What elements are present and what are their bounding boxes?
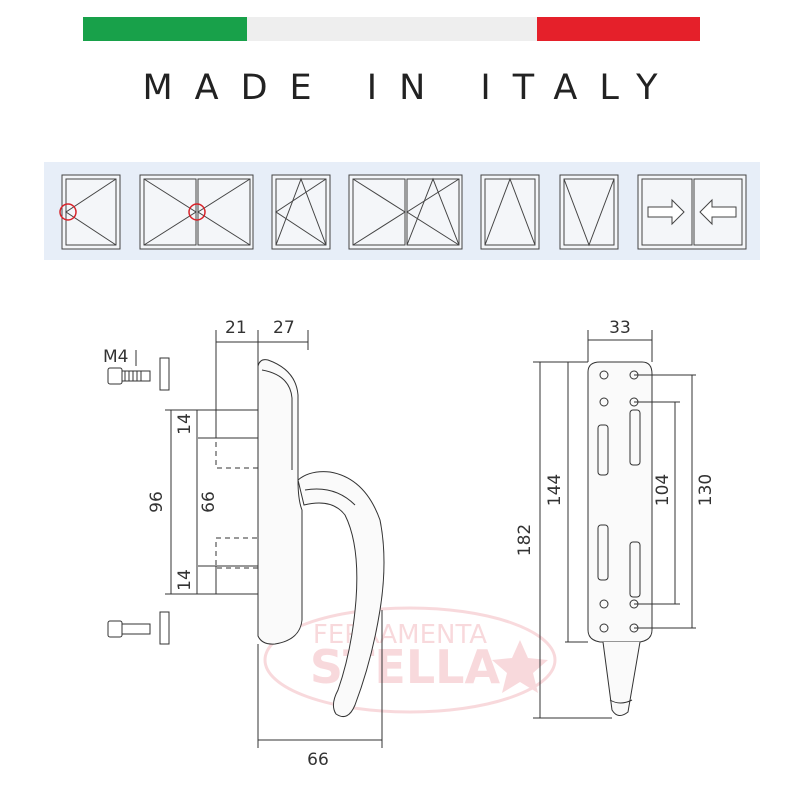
handle-base-plate: [257, 359, 303, 645]
dim-base-width: 21: [225, 318, 247, 338]
dim-plate-holes-total: 130: [696, 474, 716, 506]
screw-bottom: [107, 611, 170, 645]
made-in-italy-title: MADE IN ITALY: [142, 68, 680, 108]
screw-top: [107, 357, 170, 391]
flag-red: [537, 17, 700, 41]
dim-total-height: 96: [147, 491, 167, 513]
double-sash-turn-icon: [139, 174, 254, 250]
square-pins: [215, 409, 259, 595]
tilt-only-window-icon: [480, 174, 540, 250]
flag-green: [83, 17, 247, 41]
bottom-hung-window-icon: [559, 174, 619, 250]
single-sash-tilt-turn-alt-icon: [271, 174, 331, 250]
watermark-line2: STELLA: [310, 640, 501, 694]
dim-screw-label: M4: [103, 347, 128, 367]
window-type-strip: [44, 162, 760, 260]
single-sash-tilt-turn-icon: [59, 174, 121, 250]
watermark-logo: FERRAMENTA STELLA: [263, 606, 557, 714]
dim-plate-width: 33: [609, 318, 631, 338]
mounting-holes: [597, 370, 641, 633]
handle-front-plate: [587, 361, 653, 643]
dim-lever-length: 66: [307, 750, 329, 770]
dim-lever-offset: 27: [273, 318, 295, 338]
italian-flag-banner: [83, 17, 700, 41]
watermark-line1: FERRAMENTA: [313, 620, 487, 650]
dim-plate-holes-inner: 104: [653, 474, 673, 506]
dim-pin-top: 14: [175, 413, 195, 435]
handle-front-grip: [602, 641, 641, 716]
handle-lever: [297, 471, 385, 717]
dim-plate-holes-outer: 144: [545, 474, 565, 506]
dim-pin-spacing: 66: [199, 491, 219, 513]
sliding-window-icon: [637, 174, 747, 250]
double-sash-tilt-turn-icon: [348, 174, 463, 250]
dim-plate-length: 182: [515, 524, 535, 556]
dim-pin-bottom: 14: [175, 569, 195, 591]
flag-white: [247, 17, 537, 41]
